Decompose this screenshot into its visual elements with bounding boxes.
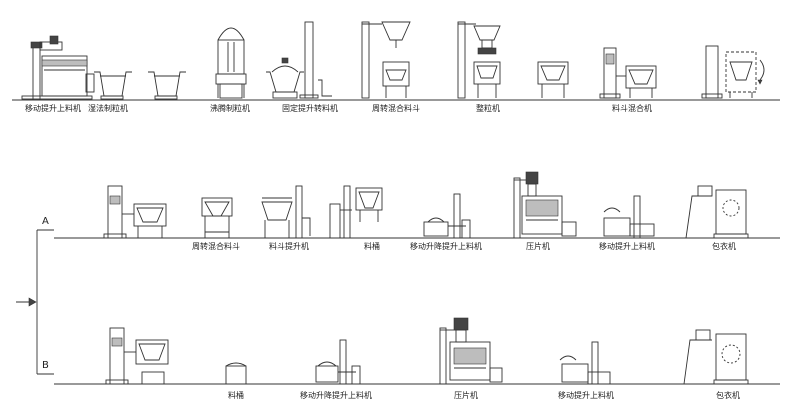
row-2-coating-machine-icon bbox=[685, 185, 749, 239]
row-2-label-2: 料斗提升机 bbox=[269, 241, 309, 251]
row-3-label-2: 移动升降提升上料机 bbox=[300, 390, 372, 400]
row-3-coating-machine-icon bbox=[683, 329, 749, 385]
row-3-tablet-press-icon bbox=[439, 317, 503, 385]
standalone-bin-icon bbox=[537, 61, 569, 98]
row-3-label-1: 料桶 bbox=[228, 390, 244, 400]
row-2-material-drum-lift-icon bbox=[329, 185, 383, 239]
row-1-label-4: 固定提升转料机 bbox=[282, 103, 338, 113]
row-1-label-7: 料斗混合机 bbox=[612, 103, 652, 113]
row-3-material-drum-icon bbox=[225, 362, 247, 385]
row-1-label-5: 周转混合料斗 bbox=[372, 103, 420, 113]
row-3-mobile-lift-loader-icon bbox=[559, 341, 611, 385]
row-2-label-1: 周转混合料斗 bbox=[192, 241, 240, 251]
row-2-label-4: 移动升降提升上料机 bbox=[410, 241, 482, 251]
row-3-blender-icon bbox=[105, 327, 169, 385]
branch-connector: A B bbox=[16, 216, 54, 375]
row-3-label-3: 压片机 bbox=[454, 390, 478, 400]
tote-blender-hopper-icon bbox=[361, 21, 411, 99]
row-2-mobile-lifting-loader-icon bbox=[423, 193, 471, 239]
fluid-bed-granulator-icon bbox=[215, 27, 247, 99]
row-2-tablet-press-icon bbox=[513, 171, 577, 239]
hopper-mixer-icon bbox=[599, 47, 657, 99]
row-3-equipment: 料桶 移动升降提升上料机 压片机 移动提升上料机 包衣机 bbox=[54, 317, 780, 400]
fixed-lift-transfer-machine-icon bbox=[266, 21, 332, 99]
right-arrow-icon bbox=[28, 297, 37, 307]
row-1-label-2: 湿法制粒机 bbox=[88, 103, 128, 113]
row-2-hopper-lifter-icon bbox=[261, 185, 311, 239]
row-1-label-1: 移动提升上料机 bbox=[25, 103, 81, 113]
row-3-label-4: 移动提升上料机 bbox=[558, 390, 614, 400]
row-3-label-5: 包衣机 bbox=[716, 390, 740, 400]
row-2-label-5: 压片机 bbox=[526, 241, 550, 251]
row-2-blender-icon bbox=[103, 185, 167, 239]
row-2-mobile-lift-loader-icon bbox=[603, 195, 655, 239]
row-2-label-6: 移动提升上料机 bbox=[599, 241, 655, 251]
rotating-blender-icon bbox=[701, 45, 765, 99]
wet-granulator-bin-icon bbox=[94, 71, 132, 100]
row-2-label-7: 包衣机 bbox=[712, 241, 736, 251]
sizing-mill-icon bbox=[457, 21, 501, 99]
row-2-label-3: 料桶 bbox=[364, 241, 380, 251]
mobile-lift-loader-wet-granulator-icon bbox=[21, 35, 95, 101]
row-1-equipment: 移动提升上料机 湿法制粒机 沸腾制粒机 固定提升转料机 周转混合料斗 整粒机 料… bbox=[12, 21, 780, 113]
row-2-tote-hopper-icon bbox=[201, 197, 233, 238]
row-2-equipment: 周转混合料斗 料斗提升机 料桶 移动升降提升上料机 压片机 移动提升上料机 包衣… bbox=[54, 171, 780, 251]
branch-label-a: A bbox=[42, 216, 49, 227]
row-1-label-6: 整粒机 bbox=[476, 103, 500, 113]
branch-label-b: B bbox=[42, 360, 49, 371]
transfer-bin-icon bbox=[148, 71, 186, 100]
row-3-mobile-lifting-loader-icon bbox=[315, 339, 361, 385]
row-1-label-3: 沸腾制粒机 bbox=[210, 103, 250, 113]
